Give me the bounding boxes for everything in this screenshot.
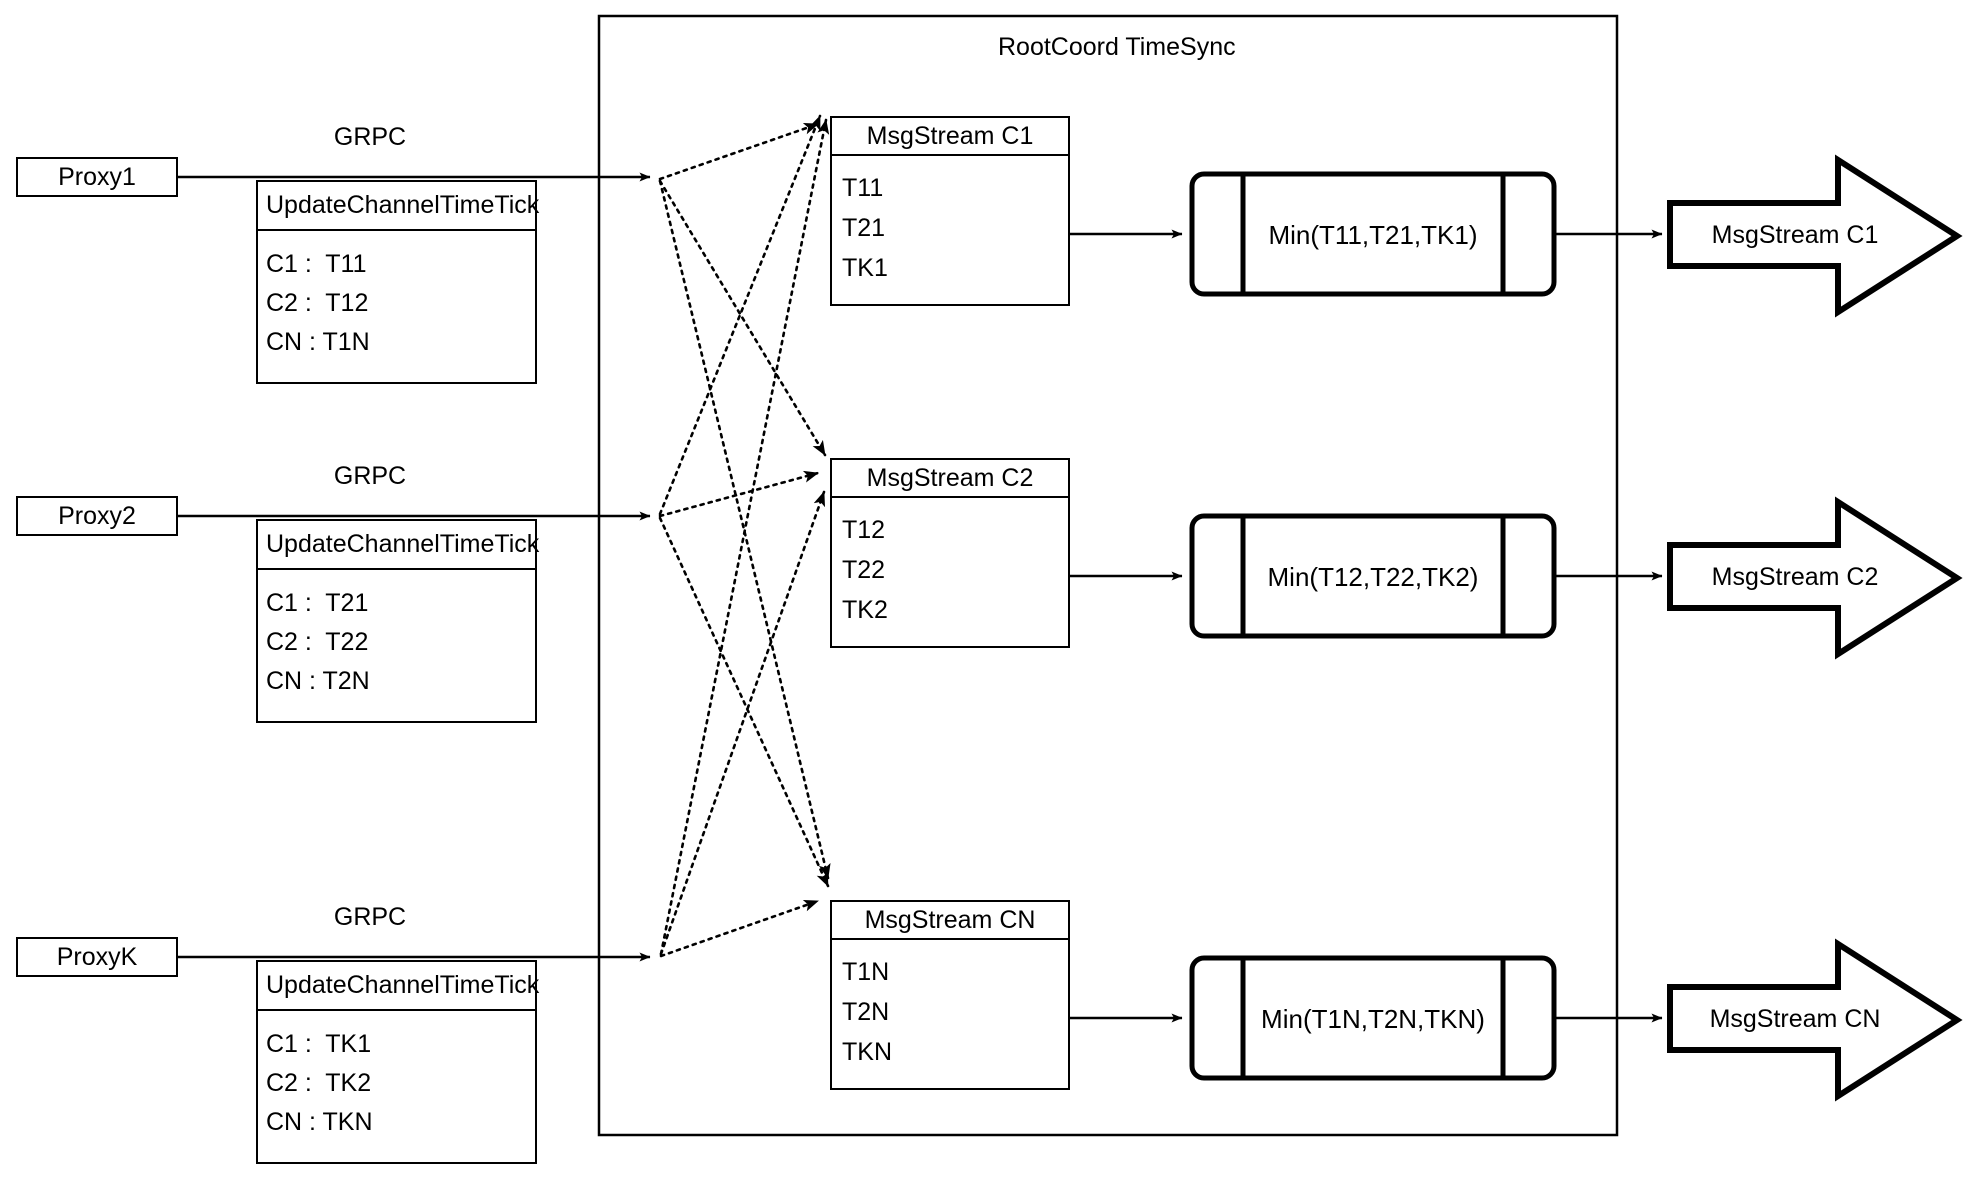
timetick-row: CN : T1N (266, 328, 370, 356)
timetick-row: C1 : TK1 (266, 1030, 372, 1058)
min-process-label-3: Min(T1N,T2N,TKN) (1261, 1004, 1485, 1034)
timetick-row: C1 : T11 (266, 250, 367, 278)
update-channel-timetick-block-1: UpdateChannelTimeTick C1 : T11 C2 : T12 … (256, 180, 539, 384)
msgstream-title-3: MsgStream CN (832, 902, 1068, 940)
proxy-box-3[interactable]: ProxyK (16, 937, 178, 977)
timetick-row: CN : T2N (266, 667, 370, 695)
grpc-label-1: GRPC (333, 123, 407, 151)
update-channel-timetick-body-2: C1 : T21 C2 : T22 CN : T2N (258, 570, 535, 701)
update-channel-timetick-block-2: UpdateChannelTimeTick C1 : T21 C2 : T22 … (256, 519, 539, 723)
dotted-p2-cn (658, 516, 830, 888)
msgstream-tick: T12 (842, 516, 886, 544)
msgstream-body-2: T12 T22 TK2 (832, 498, 1068, 630)
output-arrow-label-3: MsgStream CN (1709, 1005, 1881, 1033)
update-channel-timetick-title-2: UpdateChannelTimeTick (258, 521, 539, 570)
dotted-p1-cn (658, 179, 831, 880)
grpc-label-2: GRPC (333, 462, 407, 490)
dotted-pk-cn (659, 899, 820, 958)
update-channel-timetick-body-3: C1 : TK1 C2 : TK2 CN : TKN (258, 1011, 535, 1142)
msgstream-box-2: MsgStream C2 T12 T22 TK2 (830, 458, 1070, 648)
output-block-arrow-3 (1667, 938, 1963, 1102)
msgstream-box-3: MsgStream CN T1N T2N TKN (830, 900, 1070, 1090)
msgstream-body-3: T1N T2N TKN (832, 940, 1068, 1072)
proxy-box-1[interactable]: Proxy1 (16, 157, 178, 197)
msgstream-tick: TK1 (842, 254, 888, 282)
dotted-p2-c2 (658, 470, 820, 518)
msgstream-body-1: T11 T21 TK1 (832, 156, 1068, 288)
msgstream-title-2: MsgStream C2 (832, 460, 1068, 498)
update-channel-timetick-title-3: UpdateChannelTimeTick (258, 962, 539, 1011)
update-channel-timetick-block-3: UpdateChannelTimeTick C1 : TK1 C2 : TK2 … (256, 960, 539, 1164)
msgstream-tick: TKN (842, 1038, 892, 1066)
timetick-row: C2 : T22 (266, 628, 369, 656)
msgstream-tick: T2N (842, 998, 890, 1026)
proxy-box-2[interactable]: Proxy2 (16, 496, 178, 536)
dotted-p1-c1 (658, 122, 820, 181)
msgstream-title-1: MsgStream C1 (832, 118, 1068, 156)
msgstream-tick: T11 (842, 174, 884, 202)
update-channel-timetick-body-1: C1 : T11 C2 : T12 CN : T1N (258, 231, 535, 362)
update-channel-timetick-title-1: UpdateChannelTimeTick (258, 182, 539, 231)
min-process-label-2: Min(T12,T22,TK2) (1267, 562, 1479, 592)
rootcoord-container-title: RootCoord TimeSync (998, 33, 1236, 61)
output-arrow-label-1: MsgStream C1 (1711, 221, 1879, 249)
min-process-label-1: Min(T11,T21,TK1) (1268, 220, 1478, 250)
output-block-arrow-2 (1667, 496, 1963, 660)
msgstream-tick: T1N (842, 958, 890, 986)
msgstream-tick: TK2 (842, 596, 888, 624)
dotted-pk-c2 (659, 490, 826, 956)
grpc-label-3: GRPC (333, 903, 407, 931)
dotted-p1-c2 (658, 179, 827, 457)
dotted-p2-c1 (658, 114, 822, 516)
msgstream-tick: T22 (842, 556, 886, 584)
output-arrow-label-2: MsgStream C2 (1711, 563, 1879, 591)
output-block-arrow-1 (1667, 154, 1963, 318)
msgstream-tick: T21 (842, 214, 886, 242)
timetick-row: CN : TKN (266, 1108, 373, 1136)
timetick-row: C2 : T12 (266, 289, 369, 317)
msgstream-box-1: MsgStream C1 T11 T21 TK1 (830, 116, 1070, 306)
dotted-pk-c1 (659, 118, 830, 956)
timetick-row: C2 : TK2 (266, 1069, 372, 1097)
timetick-row: C1 : T21 (266, 589, 369, 617)
